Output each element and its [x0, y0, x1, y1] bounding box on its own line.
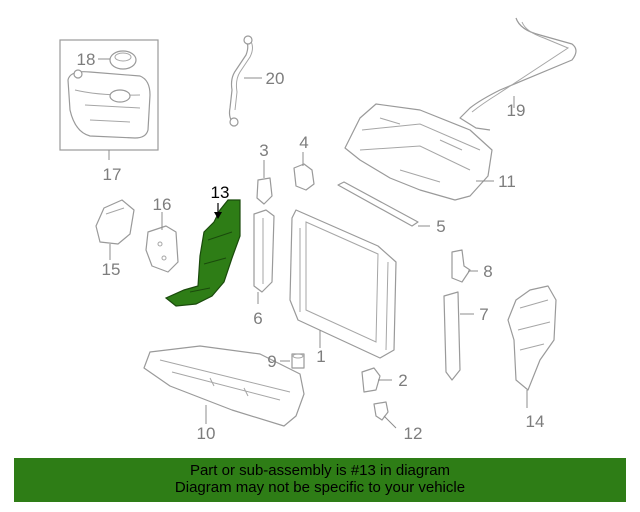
part-1-radiator[interactable] [289, 209, 397, 359]
part-15-shield[interactable] [95, 199, 135, 260]
part-8-bracket[interactable] [451, 249, 478, 283]
part-7-side-deflector[interactable] [443, 291, 474, 381]
callout-5: 5 [436, 217, 445, 236]
parts-diagram: 1 2 3 4 5 6 7 8 9 10 11 12 13 14 15 16 1… [59, 17, 577, 443]
part-19-hose[interactable] [459, 17, 577, 131]
part-11-upper-panel[interactable] [344, 103, 494, 201]
part-12-bolt[interactable] [373, 401, 397, 429]
callout-7: 7 [479, 305, 488, 324]
callout-20: 20 [266, 69, 285, 88]
callout-17: 17 [103, 165, 122, 184]
part-9-grommet[interactable] [280, 353, 305, 369]
callout-4: 4 [299, 133, 308, 152]
part-17-reservoir[interactable] [67, 69, 151, 139]
callout-15: 15 [102, 260, 121, 279]
callout-18: 18 [77, 50, 96, 69]
part-6-side-seal[interactable] [253, 209, 275, 304]
part-20-hose[interactable] [228, 35, 263, 127]
banner-line-1: Part or sub-assembly is #13 in diagram [189, 462, 451, 479]
callout-19: 19 [507, 101, 526, 120]
part-5-seal-strip[interactable] [337, 181, 430, 227]
callout-3: 3 [259, 141, 268, 160]
part-2-mount[interactable] [361, 367, 392, 393]
callout-2: 2 [398, 371, 407, 390]
callout-1: 1 [316, 347, 325, 366]
callout-14: 14 [526, 412, 545, 431]
callout-9: 9 [267, 352, 276, 371]
callout-11: 11 [498, 172, 516, 191]
callout-6: 6 [253, 309, 262, 328]
part-13-air-deflector-highlighted[interactable] [164, 199, 241, 307]
info-banner: Part or sub-assembly is #13 in diagram D… [14, 458, 626, 502]
part-4-bracket[interactable] [293, 152, 315, 191]
callout-12: 12 [404, 424, 423, 443]
part-16-shield[interactable] [145, 212, 179, 273]
callout-8: 8 [483, 262, 492, 281]
callout-16: 16 [153, 195, 172, 214]
banner-line-2: Diagram may not be specific to your vehi… [174, 479, 466, 496]
callout-13: 13 [211, 183, 230, 202]
part-18-cap[interactable] [98, 50, 137, 70]
part-3-clip[interactable] [256, 160, 273, 205]
part-14-air-deflector[interactable] [507, 285, 557, 408]
callout-10: 10 [197, 424, 216, 443]
part-10-splash-shield[interactable] [143, 345, 305, 427]
